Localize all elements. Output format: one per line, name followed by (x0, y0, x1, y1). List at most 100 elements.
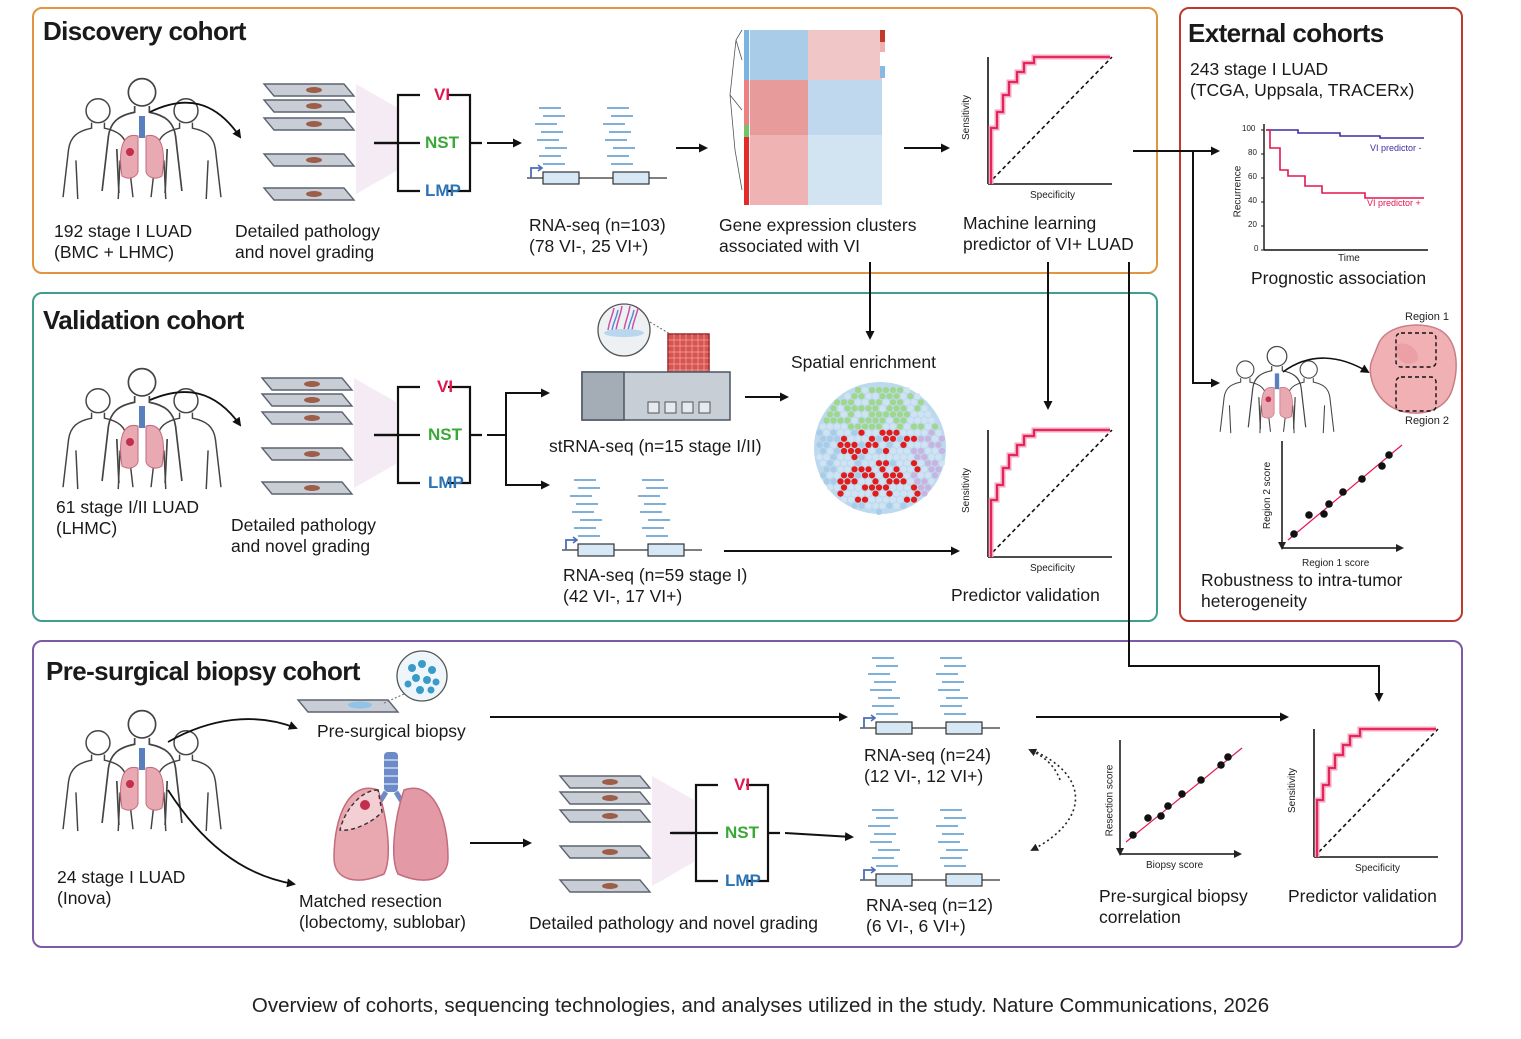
spatial-spot (882, 460, 890, 467)
spatial-spot (865, 454, 872, 461)
spatial-spot (875, 447, 883, 455)
spatial-spot (886, 429, 893, 436)
spatial-spot (896, 435, 904, 442)
validation-patient-label: 61 stage I/II LUAD(LHMC) (56, 497, 199, 538)
spatial-spot (826, 411, 834, 418)
spatial-spot (900, 454, 907, 461)
spatial-spot (875, 472, 883, 479)
spatial-spot (889, 472, 897, 479)
spatial-spot (840, 484, 848, 491)
spatial-spot (823, 429, 830, 436)
spatial-spot (910, 423, 918, 430)
spatial-spot (851, 490, 858, 497)
spatial-spot (921, 478, 928, 485)
spatial-spot (854, 423, 862, 430)
scatter-point (1339, 488, 1347, 496)
spatial-spot (907, 405, 914, 412)
spatial-spot (893, 417, 900, 424)
biopsy-scatter-ylabel: Resection score (1104, 764, 1116, 837)
spatial-spot (938, 435, 946, 442)
spatial-spot (875, 399, 883, 406)
spatial-spot (830, 429, 837, 436)
spatial-spot (861, 460, 869, 467)
spatial-spot (830, 441, 837, 448)
spatial-spot (910, 484, 918, 491)
tumor-regions-icon (1369, 324, 1457, 414)
spatial-spot (903, 399, 911, 406)
spatial-spot (872, 490, 879, 497)
region-scatter-ylabel: Region 2 score (1262, 461, 1274, 530)
spatial-spot (882, 387, 890, 394)
region2-label: Region 2 (1405, 415, 1450, 427)
external-title: External cohorts (1188, 18, 1384, 48)
spatial-spot (931, 435, 939, 442)
spatial-spot (844, 490, 851, 497)
spatial-spot (889, 387, 897, 394)
discovery-patient-label: 192 stage I LUAD(BMC + LHMC) (54, 221, 193, 262)
spatial-spot (875, 411, 883, 418)
spatial-spot (907, 454, 914, 461)
spatial-spot (900, 429, 907, 436)
spatial-spot (875, 435, 883, 442)
spatial-spot (861, 447, 869, 455)
spatial-spot (896, 460, 904, 467)
spatial-spot (900, 466, 907, 473)
spatial-spot (893, 490, 900, 497)
spatial-spot (924, 460, 932, 467)
spatial-spot (886, 405, 893, 412)
presurgical-patient-label: 24 stage I LUAD(Inova) (57, 867, 186, 908)
spatial-spot (833, 460, 841, 467)
spatial-spot (907, 417, 914, 424)
spatial-enrichment-spots (814, 382, 946, 515)
spatial-spot (851, 429, 858, 436)
spatial-spot (833, 423, 841, 430)
spatial-spot (896, 447, 904, 455)
spatial-spot (896, 496, 904, 503)
km-curve (1261, 124, 1428, 251)
spatial-spot (840, 423, 848, 430)
roc-curve-discovery (987, 54, 1113, 185)
spatial-spot (819, 460, 827, 467)
validation-cohort-panel (32, 292, 1158, 622)
spatial-spot (858, 393, 865, 400)
spatial-spot (896, 423, 904, 430)
spatial-spot (928, 441, 935, 448)
spatial-spot (819, 423, 827, 430)
spatial-spot (921, 466, 928, 473)
spatial-spot (938, 460, 946, 467)
spatial-spot (900, 417, 907, 424)
spatial-spot (879, 405, 886, 412)
spatial-spot (858, 478, 865, 485)
spatial-spot (928, 454, 935, 461)
spatial-spot (875, 423, 883, 430)
spatial-spot (837, 490, 844, 497)
spatial-spot (868, 435, 876, 442)
spatial-spot (917, 423, 925, 430)
spatial-sequencer-icon (581, 303, 731, 421)
spatial-spot (886, 466, 893, 473)
spatial-spot (865, 490, 872, 497)
spatial-spot (921, 490, 928, 497)
spatial-spot (819, 435, 827, 442)
spatial-spot (928, 429, 935, 436)
discovery-grade-vi: VI (434, 85, 451, 104)
spatial-spot (819, 447, 827, 455)
spatial-spot (914, 466, 921, 473)
spatial-spot (826, 460, 834, 467)
spatial-spot (896, 411, 904, 418)
spatial-spot (823, 454, 830, 461)
spatial-spot (840, 472, 848, 479)
prognostic-label: Prognostic association (1251, 268, 1427, 288)
presurgical-grade-vi: VI (734, 775, 751, 794)
spatial-spot (833, 472, 841, 479)
biopsy-scatter (1116, 740, 1243, 858)
spatial-spot (900, 478, 907, 485)
spatial-spot (914, 454, 921, 461)
spatial-spot (851, 441, 858, 448)
spatial-spot (840, 435, 848, 442)
validation-title: Validation cohort (43, 305, 244, 335)
spatial-spot (921, 441, 928, 448)
spatial-spot (847, 399, 855, 406)
validation-grade-lmp: LMP (428, 473, 464, 492)
